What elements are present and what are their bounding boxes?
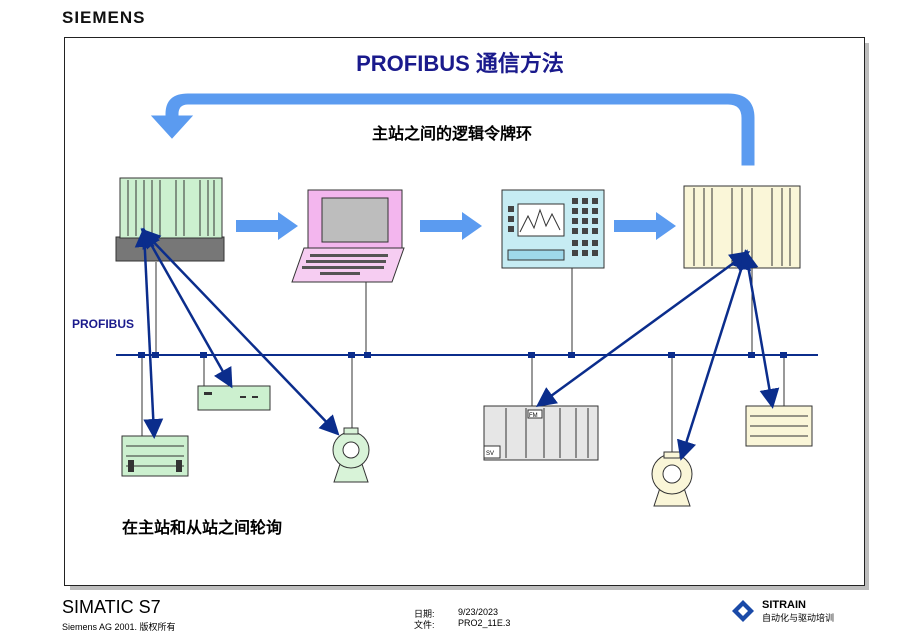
flow-arrow-1 [236,212,298,240]
operator-panel-master[interactable] [501,189,605,269]
plc-rack-master[interactable] [115,177,225,262]
sitrain-logo: SITRAIN 自动化与驱动培训 [730,598,834,624]
bus-drop-lines [141,262,785,455]
s7-rack-sv-label: SV [486,451,494,457]
footer-left: SIMATIC S7 Siemens AG 2001. 版权所有 [62,597,176,633]
date-value: 9/23/2023 [458,607,499,617]
profibus-bus-label: PROFIBUS [72,317,135,331]
file-value: PRO2_11E.3 [458,618,511,628]
motor-drive-slave[interactable] [332,427,370,483]
small-io-slave[interactable] [197,385,271,411]
polling-links [134,227,780,461]
slide-title: PROFIBUS 通信方法 [356,51,564,76]
product-name: SIMATIC S7 [62,597,161,617]
token-ring-label: 主站之间的逻辑令牌环 [372,126,533,143]
s7-rack-fm-label: FM [529,413,538,419]
flow-arrow-2 [420,212,482,240]
laptop-master[interactable] [291,189,405,283]
flow-arrow-3 [614,212,676,240]
s7-rack-slave[interactable]: SV FM [483,405,599,461]
date-label: 日期: [414,609,435,619]
sitrain-icon [732,600,754,622]
motor-drive-slave-2[interactable] [651,451,693,507]
copyright-text: Siemens AG 2001. 版权所有 [62,622,176,632]
polling-label: 在主站和从站之间轮询 [122,520,283,537]
siemens-logo: SIEMENS [62,8,146,27]
footer-meta: 日期: 9/23/2023 文件: PRO2_11E.3 [414,607,511,630]
io-module-slave[interactable] [121,435,189,477]
sitrain-subtitle: 自动化与驱动培训 [762,612,835,623]
file-label: 文件: [414,620,435,630]
io-module-slave-2[interactable] [745,405,813,447]
sitrain-name: SITRAIN [762,598,806,611]
token-ring-arrow [150,93,755,166]
